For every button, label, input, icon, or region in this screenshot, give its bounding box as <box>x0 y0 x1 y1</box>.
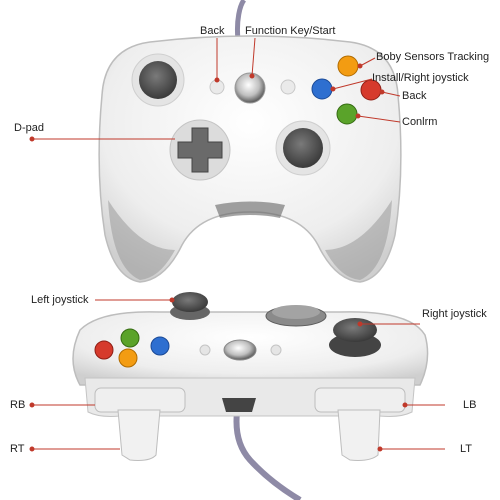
bottom-rt-trigger <box>117 409 161 461</box>
bottom-rb-bumper <box>94 387 186 413</box>
label-lt: LT <box>460 443 473 455</box>
bottom-lb-bumper <box>314 387 406 413</box>
bottom-green-button <box>120 328 140 348</box>
label-rt: RT <box>10 443 25 455</box>
top-cable <box>235 0 247 41</box>
bottom-right-stick <box>333 318 377 342</box>
leader-lines <box>29 37 445 452</box>
label-lb: LB <box>463 399 477 411</box>
bottom-lt-trigger <box>337 409 381 461</box>
label-dpad: D-pad <box>14 122 44 134</box>
top-dpad <box>177 127 223 173</box>
label-right-joystick: Right joystick <box>422 308 487 320</box>
bottom-left-stick <box>172 292 208 312</box>
top-left-stick <box>139 61 177 99</box>
bottom-red-button <box>94 340 114 360</box>
label-function-key: Function Key/Start <box>245 25 336 37</box>
bottom-blue-button <box>150 336 170 356</box>
label-confirm: Conlrm <box>402 116 438 128</box>
top-x-button <box>311 78 333 100</box>
label-back-right: Back <box>402 90 427 102</box>
bottom-yellow-button <box>118 348 138 368</box>
label-install-right: Install/Right joystick <box>372 72 469 84</box>
label-rb: RB <box>10 399 26 411</box>
top-start-button <box>280 79 296 95</box>
top-guide-button <box>234 72 266 104</box>
bottom-cable-port <box>222 398 256 412</box>
top-a-button <box>336 103 358 125</box>
bottom-guide <box>223 339 257 361</box>
top-bottom-center <box>215 201 285 218</box>
label-back-top: Back <box>200 25 225 37</box>
top-y-button <box>337 55 359 77</box>
top-right-stick <box>283 128 323 168</box>
bottom-cable <box>233 404 302 500</box>
label-body-sensors: Boby Sensors Tracking <box>376 51 490 63</box>
bottom-start-button <box>270 344 282 356</box>
top-grip-left-shadow <box>108 200 175 280</box>
top-grip-right-shadow <box>325 200 392 280</box>
bottom-back-button <box>199 344 211 356</box>
label-left-joystick: Left joystick <box>31 294 89 306</box>
bottom-dpad-top <box>272 305 320 319</box>
